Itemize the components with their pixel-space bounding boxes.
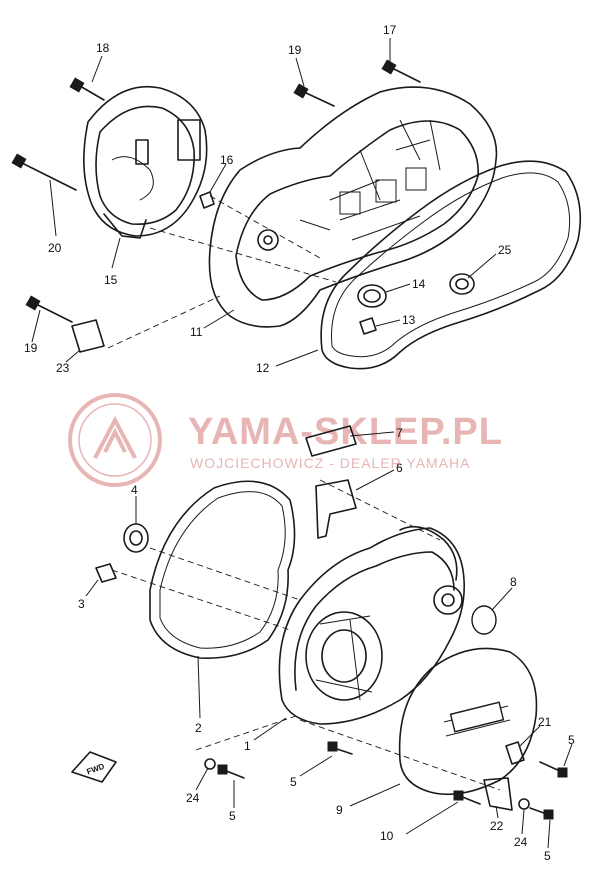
part-14-oil-seal bbox=[357, 284, 387, 308]
callout-8: 8 bbox=[510, 575, 517, 589]
callout-24-right: 24 bbox=[514, 835, 528, 849]
part-24-washer-a bbox=[204, 758, 216, 770]
callout-14: 14 bbox=[412, 277, 426, 291]
callout-3: 3 bbox=[78, 597, 85, 611]
part-22-clamp bbox=[483, 777, 513, 811]
part-3-dowel-pin bbox=[95, 563, 117, 583]
part-13-dowel-pin bbox=[359, 317, 377, 335]
callout-5-middle: 5 bbox=[290, 775, 297, 789]
part-17-bolt bbox=[381, 59, 421, 83]
watermark-title: YAMA-SKLEP.PL bbox=[188, 411, 503, 453]
part-5-bolt-a bbox=[327, 741, 353, 755]
part-23-clamp bbox=[71, 319, 105, 353]
part-10-bolt bbox=[453, 790, 481, 805]
part-1-crankcase-cover bbox=[278, 525, 466, 725]
callout-25: 25 bbox=[498, 243, 512, 257]
alignment-line bbox=[149, 227, 337, 283]
callout-1: 1 bbox=[244, 739, 251, 753]
callout-19-upper: 19 bbox=[288, 43, 302, 57]
alignment-line bbox=[209, 195, 321, 259]
part-12-gasket bbox=[320, 160, 582, 370]
part-5-bolt-d bbox=[539, 761, 568, 778]
callout-13: 13 bbox=[402, 313, 416, 327]
part-9-outer-cover bbox=[398, 647, 538, 796]
alignment-line bbox=[149, 547, 301, 601]
alignment-line bbox=[319, 479, 441, 541]
part-20-long-bolt bbox=[11, 153, 77, 191]
callout-5-right-bottom: 5 bbox=[544, 849, 551, 863]
callout-20: 20 bbox=[48, 241, 62, 255]
callout-15: 15 bbox=[104, 273, 118, 287]
watermark: YAMA-SKLEP.PL WOJCIECHOWICZ - DEALER YAM… bbox=[68, 393, 503, 487]
part-2-gasket bbox=[149, 480, 296, 659]
callout-21: 21 bbox=[538, 715, 552, 729]
callout-22: 22 bbox=[490, 819, 504, 833]
alignment-line bbox=[107, 295, 221, 349]
part-18-bolt bbox=[69, 77, 105, 101]
watermark-subtitle: WOJCIECHOWICZ - DEALER YAMAHA bbox=[190, 455, 471, 471]
part-15-cover bbox=[83, 86, 208, 239]
callout-18: 18 bbox=[96, 41, 110, 55]
callout-4: 4 bbox=[131, 483, 138, 497]
part-6-bracket bbox=[315, 479, 357, 539]
callout-17: 17 bbox=[383, 23, 397, 37]
callout-11: 11 bbox=[190, 325, 203, 339]
callout-24-left: 24 bbox=[186, 791, 200, 805]
part-11-crankcase-cover bbox=[208, 86, 498, 328]
alignment-line bbox=[111, 569, 291, 631]
part-21-spacer bbox=[505, 741, 525, 765]
callout-12: 12 bbox=[256, 361, 270, 375]
callout-7: 7 bbox=[396, 426, 403, 440]
part-16-dowel-pin bbox=[199, 191, 215, 209]
callout-16: 16 bbox=[220, 153, 234, 167]
part-19-bolt-upper bbox=[293, 83, 335, 107]
forward-arrow-icon: FWD bbox=[71, 751, 117, 783]
callout-2: 2 bbox=[195, 721, 202, 735]
part-5-bolt-b bbox=[217, 764, 245, 779]
alignment-line bbox=[195, 715, 297, 751]
leader-lines bbox=[31, 38, 573, 849]
fwd-label: FWD bbox=[85, 762, 105, 777]
part-25-oil-seal bbox=[449, 273, 475, 295]
part-24-washer-b bbox=[518, 798, 530, 810]
callout-5-left: 5 bbox=[229, 809, 236, 823]
alignment-line bbox=[299, 719, 501, 791]
callout-5-right-top: 5 bbox=[568, 733, 575, 747]
part-7-plate bbox=[305, 425, 357, 457]
callout-23: 23 bbox=[56, 361, 70, 375]
callout-19-lower: 19 bbox=[24, 341, 38, 355]
callout-numbers: 18 19 17 16 20 15 25 14 13 11 19 23 12 7… bbox=[24, 23, 575, 863]
callout-9: 9 bbox=[336, 803, 343, 817]
part-4-oil-seal bbox=[123, 523, 149, 553]
callout-10: 10 bbox=[380, 829, 394, 843]
part-5-bolt-c bbox=[529, 807, 554, 820]
part-19-bolt-lower bbox=[25, 295, 73, 323]
callout-6: 6 bbox=[396, 461, 403, 475]
part-8-plug bbox=[471, 605, 497, 635]
tuning-fork-logo-icon bbox=[68, 393, 162, 487]
